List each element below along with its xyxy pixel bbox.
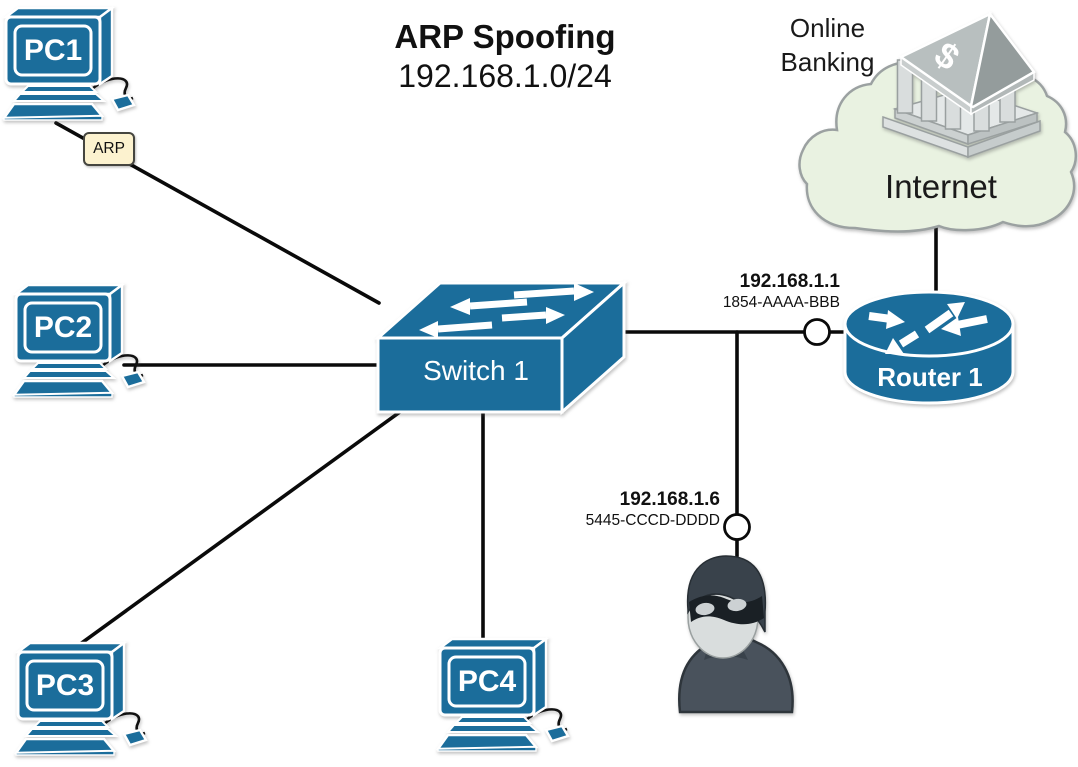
diagram-title-block: ARP Spoofing 192.168.1.0/24 (320, 18, 690, 96)
router-mac-label: 1854-AAAA-BBB (722, 293, 840, 311)
router-icon: Router 1 (843, 290, 1015, 405)
online-banking-label: Online Banking (780, 13, 875, 77)
pc4-icon: PC4 (436, 637, 570, 753)
attacker-ip-label: 192.168.1.6 (619, 489, 720, 510)
pc4-label: PC4 (458, 665, 517, 698)
switch-icon: Switch 1 (374, 279, 628, 416)
internet-label: Internet (885, 168, 997, 205)
pc1-label: PC1 (24, 34, 82, 67)
arp-packet-label: ARP (83, 132, 135, 166)
pc2-icon: PC2 (12, 283, 146, 399)
pc1-icon: PC1 (2, 6, 136, 122)
attacker-mac-label: 5445-CCCD-DDDD (585, 511, 720, 529)
subnet-subtitle: 192.168.1.0/24 (398, 57, 612, 94)
hacker-icon (678, 555, 794, 714)
bank-icon: $ (882, 11, 1041, 159)
port-circle (803, 318, 831, 346)
router-interface-labels: 192.168.1.1 1854-AAAA-BBB (640, 271, 840, 312)
router-ip-label: 192.168.1.1 (739, 271, 840, 292)
attacker-interface-labels: 192.168.1.6 5445-CCCD-DDDD (530, 489, 720, 530)
page-title: ARP Spoofing (394, 18, 616, 55)
pc3-label: PC3 (36, 669, 94, 702)
pc2-label: PC2 (34, 311, 92, 344)
pc3-icon: PC3 (14, 641, 148, 757)
network-link (70, 399, 417, 652)
router-label: Router 1 (877, 362, 982, 392)
switch-label: Switch 1 (423, 355, 529, 386)
port-circle (723, 513, 751, 541)
